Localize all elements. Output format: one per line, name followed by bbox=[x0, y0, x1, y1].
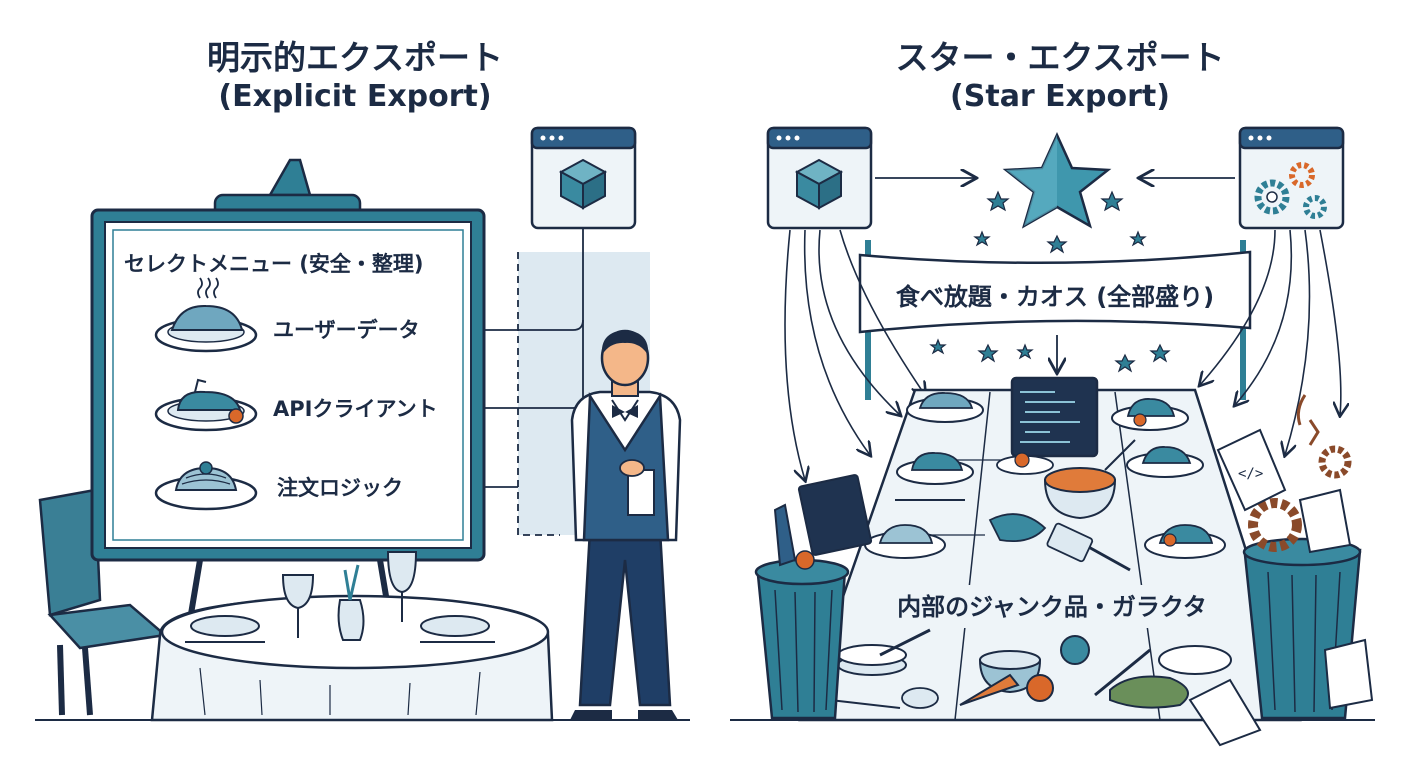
module-window-cube-icon bbox=[766, 126, 873, 230]
star-icon bbox=[1002, 131, 1112, 229]
star-export-title: スター・エクスポート (Star Export) bbox=[790, 38, 1330, 116]
star-export-title-jp: スター・エクスポート bbox=[895, 38, 1225, 77]
module-window-icon bbox=[530, 126, 637, 230]
junk-pile bbox=[829, 628, 1232, 709]
trash-can-right: </> bbox=[1188, 394, 1374, 747]
dashed-bracket bbox=[517, 252, 560, 536]
menu-item-order-logic: 注文ロジック bbox=[277, 476, 403, 500]
cube-icon bbox=[558, 158, 608, 210]
explicit-export-panel: セレクトメニュー (安全・整理) ユーザーデータ APIクライアント bbox=[35, 126, 690, 722]
dining-table bbox=[150, 551, 554, 722]
explicit-export-title-en: (Explicit Export) bbox=[218, 79, 492, 114]
chair bbox=[38, 488, 168, 716]
explicit-export-title-jp: 明示的エクスポート bbox=[206, 38, 503, 77]
menu-item-api-client: APIクライアント bbox=[273, 397, 438, 421]
banner-text: 食べ放題・カオス (全部盛り) bbox=[896, 283, 1214, 311]
pasta-dish-icon bbox=[154, 461, 258, 511]
module-window-gear-icon bbox=[1238, 126, 1345, 230]
explicit-export-title: 明示的エクスポート (Explicit Export) bbox=[100, 38, 610, 116]
menu-title: セレクトメニュー (安全・整理) bbox=[124, 252, 424, 276]
chaos-banner: 食べ放題・カオス (全部盛り) bbox=[858, 240, 1252, 400]
chicken-dish-icon bbox=[154, 378, 258, 432]
waiter-figure bbox=[570, 329, 682, 720]
buffet-dishes bbox=[864, 392, 1226, 572]
star-export-title-en: (Star Export) bbox=[950, 79, 1170, 114]
menu-board: セレクトメニュー (安全・整理) ユーザーデータ APIクライアント bbox=[90, 158, 486, 562]
code-terminal-icon bbox=[1010, 376, 1099, 458]
trash-can-left bbox=[754, 474, 873, 720]
menu-item-user-data: ユーザーデータ bbox=[273, 318, 420, 342]
star-export-panel: 食べ放題・カオス (全部盛り) bbox=[730, 126, 1375, 747]
svg-text:</>: </> bbox=[1238, 466, 1263, 482]
junk-label: 内部のジャンク品・ガラクタ bbox=[897, 593, 1207, 621]
spread-arrows bbox=[784, 229, 1341, 480]
rice-dish-icon bbox=[154, 277, 258, 353]
small-stars bbox=[929, 190, 1171, 373]
